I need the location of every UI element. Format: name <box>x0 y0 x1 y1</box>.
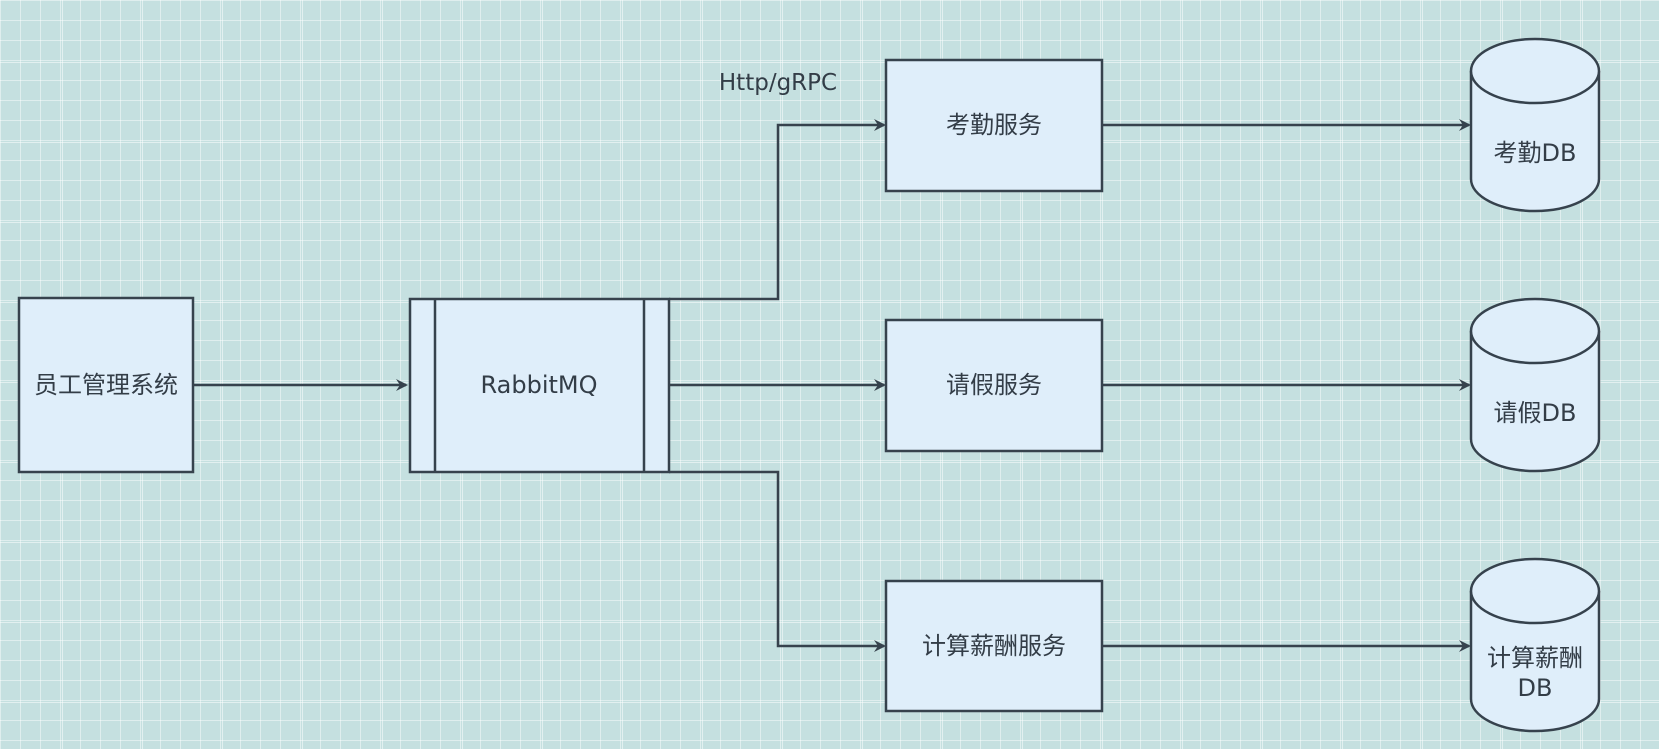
node-leave-db[interactable]: 请假DB <box>1469 297 1601 473</box>
node-leave-db-label: 请假DB <box>1494 399 1577 427</box>
node-salary-db-label-line1: 计算薪酬 <box>1487 644 1583 672</box>
node-rabbitmq-label: RabbitMQ <box>481 371 598 399</box>
node-leave-service[interactable]: 请假服务 <box>884 318 1104 453</box>
node-rabbitmq[interactable]: RabbitMQ <box>408 297 671 474</box>
node-leave-service-label: 请假服务 <box>946 371 1042 399</box>
edge-rabbitmq-to-salary[interactable] <box>669 470 886 652</box>
protocol-edge-label: Http/gRPC <box>719 70 837 96</box>
node-attendance-service[interactable]: 考勤服务 <box>884 58 1104 193</box>
node-attendance-db-label: 考勤DB <box>1494 139 1577 167</box>
node-salary-service[interactable]: 计算薪酬服务 <box>884 579 1104 713</box>
node-employee-system-label: 员工管理系统 <box>34 371 178 399</box>
node-salary-db[interactable]: 计算薪酬 DB <box>1469 557 1601 733</box>
edge-rabbitmq-to-attendance[interactable] <box>669 119 886 301</box>
node-salary-service-label: 计算薪酬服务 <box>922 632 1066 660</box>
node-attendance-service-label: 考勤服务 <box>946 111 1042 139</box>
node-salary-db-label-line2: DB <box>1518 674 1553 702</box>
node-employee-system[interactable]: 员工管理系统 <box>17 296 195 474</box>
node-attendance-db[interactable]: 考勤DB <box>1469 37 1601 213</box>
